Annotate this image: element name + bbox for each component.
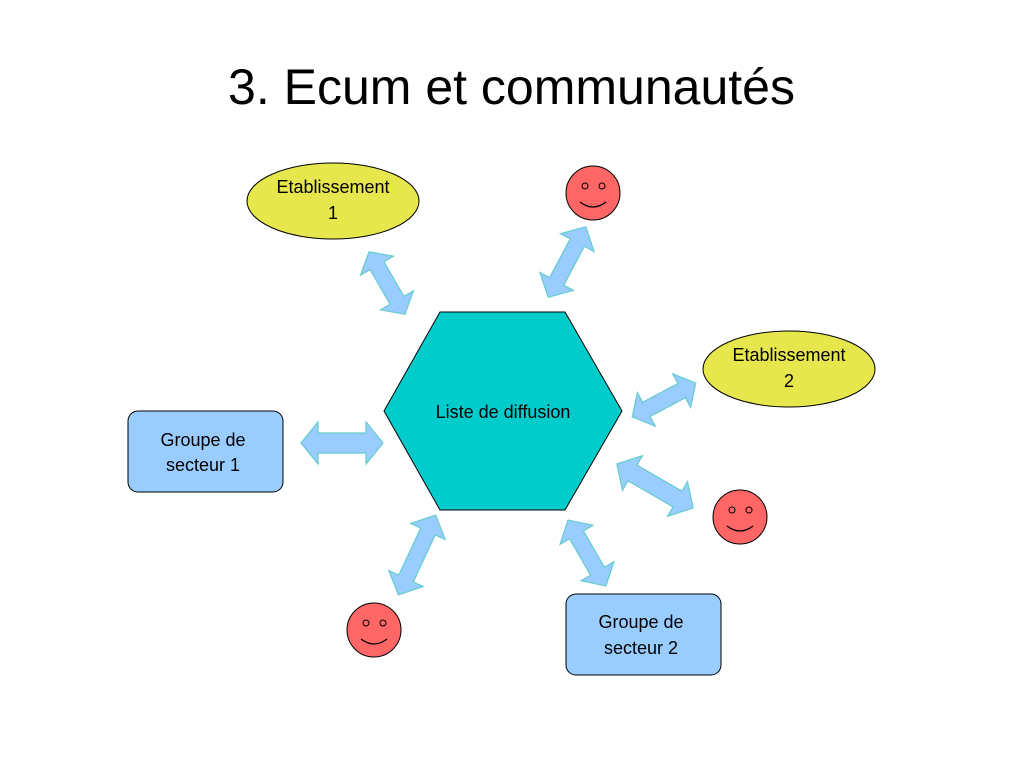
slide-title: 3. Ecum et communautés xyxy=(228,59,795,115)
groupe-secteur-2-line2: secteur 2 xyxy=(604,638,678,658)
center-label: Liste de diffusion xyxy=(436,402,571,422)
groupe-secteur-1-box xyxy=(127,410,284,493)
etablissement-1-line2: 1 xyxy=(328,203,338,223)
etablissement-2-line2: 2 xyxy=(784,371,794,391)
groupe-secteur-2-line1: Groupe de xyxy=(598,612,683,632)
groupe-secteur-2-box xyxy=(565,593,722,676)
etablissement-2-line1: Etablissement xyxy=(732,345,845,365)
etablissement-2-ellipse xyxy=(702,330,876,408)
center-hexagon xyxy=(383,311,623,511)
smiley-icon xyxy=(712,489,768,545)
double-arrow-icon xyxy=(359,251,415,315)
double-arrow-icon xyxy=(538,225,596,299)
double-arrow-icon xyxy=(616,454,694,518)
etablissement-1-line1: Etablissement xyxy=(276,177,389,197)
groupe-secteur-1-line1: Groupe de xyxy=(160,430,245,450)
smiley-icon xyxy=(346,602,402,658)
etablissement-1-ellipse xyxy=(246,162,420,240)
smiley-icon xyxy=(565,165,621,221)
groupe-secteur-1-line2: secteur 1 xyxy=(166,455,240,475)
double-arrow-icon xyxy=(300,420,384,466)
double-arrow-icon xyxy=(631,372,697,428)
double-arrow-icon xyxy=(558,519,616,587)
double-arrow-icon xyxy=(387,514,447,596)
